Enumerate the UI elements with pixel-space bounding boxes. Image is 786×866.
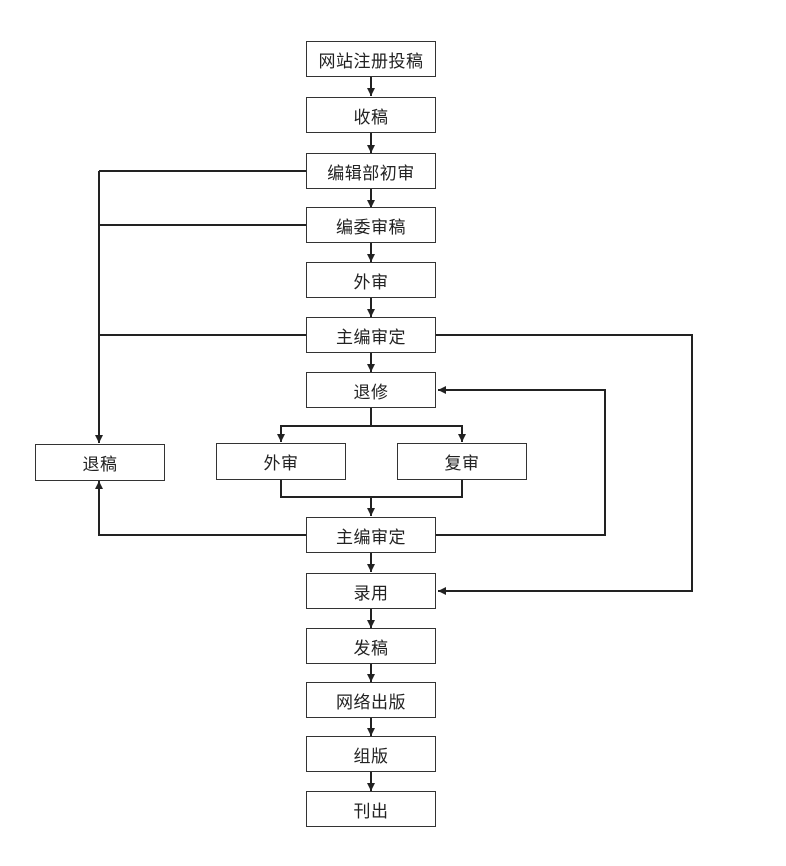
node-editorial-initial-review: 编辑部初审	[306, 153, 436, 189]
node-committee-review: 编委审稿	[306, 207, 436, 243]
node-issue-manuscript: 发稿	[306, 628, 436, 664]
arrow-revision-to-external-2	[277, 425, 371, 442]
arrow-decision-2-to-reject	[95, 481, 306, 536]
node-submit: 网站注册投稿	[306, 41, 436, 77]
node-print-publication: 刊出	[306, 791, 436, 827]
node-online-publication: 网络出版	[306, 682, 436, 718]
arrow-decision-1-to-accept	[436, 334, 693, 595]
arrow-revision-to-re-review	[371, 425, 466, 442]
node-reject: 退稿	[35, 444, 165, 481]
node-external-review-2: 外审	[216, 443, 346, 480]
node-return-for-revision: 退修	[306, 372, 436, 408]
node-receive: 收稿	[306, 97, 436, 133]
merge-line	[280, 480, 463, 498]
arrow-decision-2-to-revision	[436, 386, 606, 536]
node-chief-editor-decision-1: 主编审定	[306, 317, 436, 353]
node-external-review-1: 外审	[306, 262, 436, 298]
node-accept: 录用	[306, 573, 436, 609]
node-typesetting: 组版	[306, 736, 436, 772]
node-chief-editor-decision-2: 主编审定	[306, 517, 436, 553]
node-re-review: 复审	[397, 443, 527, 480]
